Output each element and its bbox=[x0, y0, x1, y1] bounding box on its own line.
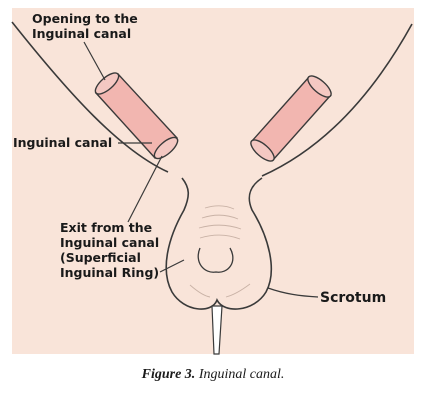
opening-leader bbox=[83, 41, 106, 81]
figure-caption: Figure 3. Inguinal canal. bbox=[0, 367, 426, 383]
exit-label-line2: Inguinal canal bbox=[60, 235, 159, 250]
caption-text: Inguinal canal. bbox=[198, 367, 285, 382]
exit-label-line1: Exit from the bbox=[60, 220, 152, 235]
canal-label: Inguinal canal bbox=[13, 135, 112, 150]
pointer-stick bbox=[211, 305, 223, 355]
right-body-outline bbox=[261, 23, 413, 177]
opening-label-line2: Inguinal canal bbox=[32, 26, 131, 41]
exit-leader bbox=[127, 155, 163, 223]
exit-label-line3: (Superficial bbox=[60, 250, 141, 265]
left-inguinal-canal bbox=[94, 72, 179, 160]
exit-ring-leader bbox=[159, 259, 185, 273]
exit-label-line4: Inguinal Ring) bbox=[60, 265, 159, 280]
right-inguinal-canal bbox=[250, 75, 332, 162]
caption-label: Figure 3. bbox=[141, 367, 196, 382]
left-body-outline bbox=[11, 21, 169, 173]
scrotum-label: Scrotum bbox=[320, 290, 386, 306]
scrotum-shape bbox=[165, 177, 273, 310]
scrotum-leader bbox=[267, 287, 319, 298]
opening-label-line1: Opening to the bbox=[32, 11, 138, 26]
